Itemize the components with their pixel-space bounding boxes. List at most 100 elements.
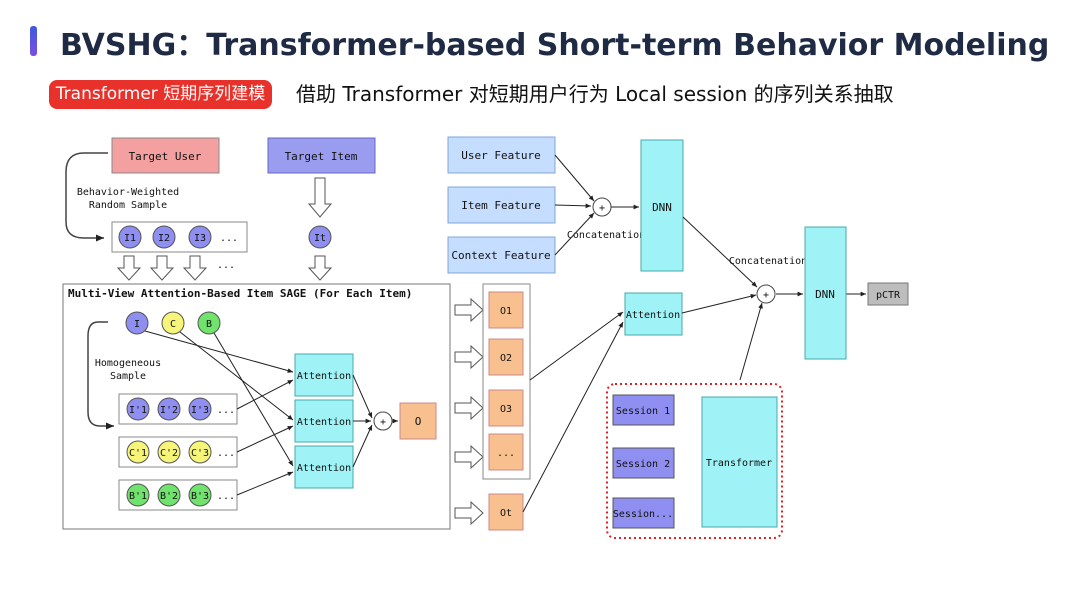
session-label-2: Session 2 xyxy=(616,459,670,470)
dnn-box-2 xyxy=(804,226,847,360)
output-box-o1 xyxy=(488,291,524,329)
user-feature-label: User Feature xyxy=(461,149,540,162)
hollow-arrow-right-4 xyxy=(454,444,484,470)
view-node-i xyxy=(125,311,149,335)
row-b-node-1 xyxy=(126,483,150,507)
pctr-label: pCTR xyxy=(876,290,901,301)
hollow-arrow-right-2 xyxy=(454,344,484,370)
sage-plus-node xyxy=(373,411,393,431)
sample-note-2: Random Sample xyxy=(89,200,167,211)
session-label-1: Session 1 xyxy=(616,406,670,417)
attention-label-1: Attention xyxy=(297,371,351,382)
row-b-node-3 xyxy=(188,483,212,507)
target-item-label: Target Item xyxy=(285,150,358,163)
pctr-box xyxy=(867,282,909,306)
homogeneous-note-1: Homogeneous xyxy=(95,358,161,369)
attention-box-2 xyxy=(294,399,354,443)
hollow-arrow-right-1 xyxy=(454,297,484,323)
transformer-label: Transformer xyxy=(706,458,772,469)
view-label-c: C xyxy=(170,319,176,330)
page-title: BVSHG：Transformer-based Short-term Behav… xyxy=(60,28,1050,63)
sage-title: Multi-View Attention-Based Item SAGE (Fo… xyxy=(68,287,412,300)
o-box xyxy=(399,402,437,440)
dnn-label-2: DNN xyxy=(815,288,835,301)
item-feature-label: Item Feature xyxy=(461,199,540,212)
session-group-box xyxy=(606,383,783,539)
output-label-o1: O1 xyxy=(500,306,512,317)
session-box-1 xyxy=(612,394,675,426)
it-label: It xyxy=(314,233,326,244)
user-feature-box xyxy=(447,136,556,174)
attention-box-3 xyxy=(294,445,354,489)
hollow-arrow-down-2 xyxy=(149,255,175,281)
row-i-node-1 xyxy=(126,397,150,421)
row-b-node-2 xyxy=(157,483,181,507)
concat-plus-label-2: + xyxy=(763,290,769,301)
row-i-node-3 xyxy=(188,397,212,421)
row-c-label-2: C'2 xyxy=(160,448,178,459)
view-node-c xyxy=(161,311,185,335)
row-b-label-3: B'3 xyxy=(191,491,209,502)
item-node-2 xyxy=(152,225,176,249)
item-node-1 xyxy=(118,225,142,249)
o-label: O xyxy=(415,415,422,428)
section-tag: Transformer 短期序列建模 xyxy=(49,80,272,109)
concat-plus-label-1: + xyxy=(599,203,605,214)
target-user-box xyxy=(111,137,220,174)
hollow-arrow-right-5 xyxy=(454,500,484,526)
session-box-2 xyxy=(612,447,675,479)
sample-note-1: Behavior-Weighted xyxy=(77,187,179,198)
sample-curve-arrow xyxy=(65,152,108,242)
output-box-ot xyxy=(488,493,524,531)
context-feature-label: Context Feature xyxy=(451,249,550,262)
hollow-arrow-right-3 xyxy=(454,395,484,421)
dnn-box-1 xyxy=(640,139,684,272)
hollow-arrow-down-it xyxy=(307,255,333,281)
attention-box-right xyxy=(624,292,683,336)
row-c-node-1 xyxy=(126,440,150,464)
row-b-label-2: B'2 xyxy=(160,491,178,502)
concat-label-1: Concatenation xyxy=(567,230,645,241)
row-c-node-2 xyxy=(157,440,181,464)
item-ellipsis: ... xyxy=(220,233,238,244)
output-label-o3: O3 xyxy=(500,404,512,415)
attention-label-2: Attention xyxy=(297,417,351,428)
row-i-label-2: I'2 xyxy=(160,405,178,416)
it-node xyxy=(308,225,332,249)
target-item-box xyxy=(267,137,376,174)
output-label-ellipsis: ... xyxy=(497,448,515,459)
row-c-node-3 xyxy=(188,440,212,464)
output-edges xyxy=(522,216,866,513)
output-label-ot: Ot xyxy=(500,508,512,519)
output-box-ellipsis xyxy=(488,433,524,471)
homogeneous-curve-arrow xyxy=(87,321,114,430)
down-arrow-ellipsis: ... xyxy=(217,260,235,271)
session-box-3 xyxy=(612,497,675,529)
feature-edges xyxy=(554,154,639,256)
item-node-3 xyxy=(188,225,212,249)
dnn-label-1: DNN xyxy=(652,201,672,214)
view-label-b: B xyxy=(206,319,212,330)
item-label-3: I3 xyxy=(194,233,206,244)
view-node-b xyxy=(197,311,221,335)
row-c-label-3: C'3 xyxy=(191,448,209,459)
output-box-o3 xyxy=(488,389,524,427)
target-user-label: Target User xyxy=(129,150,202,163)
item-label-2: I2 xyxy=(158,233,170,244)
row-c-ellipsis: ... xyxy=(217,448,235,459)
output-label-o2: O2 xyxy=(500,353,512,364)
output-box-o2 xyxy=(488,338,524,376)
transformer-box xyxy=(701,396,778,528)
sage-edges xyxy=(144,330,398,496)
hollow-arrow-down-target-item xyxy=(307,177,333,218)
row-c-label-1: C'1 xyxy=(129,448,147,459)
item-feature-box xyxy=(447,186,556,224)
hollow-arrow-down-1 xyxy=(116,255,142,281)
concat-plus-node-2 xyxy=(756,284,776,304)
row-b-ellipsis: ... xyxy=(217,491,235,502)
row-i-node-2 xyxy=(157,397,181,421)
hollow-arrow-down-3 xyxy=(182,255,208,281)
attention-label-3: Attention xyxy=(297,463,351,474)
item-label-1: I1 xyxy=(124,233,136,244)
